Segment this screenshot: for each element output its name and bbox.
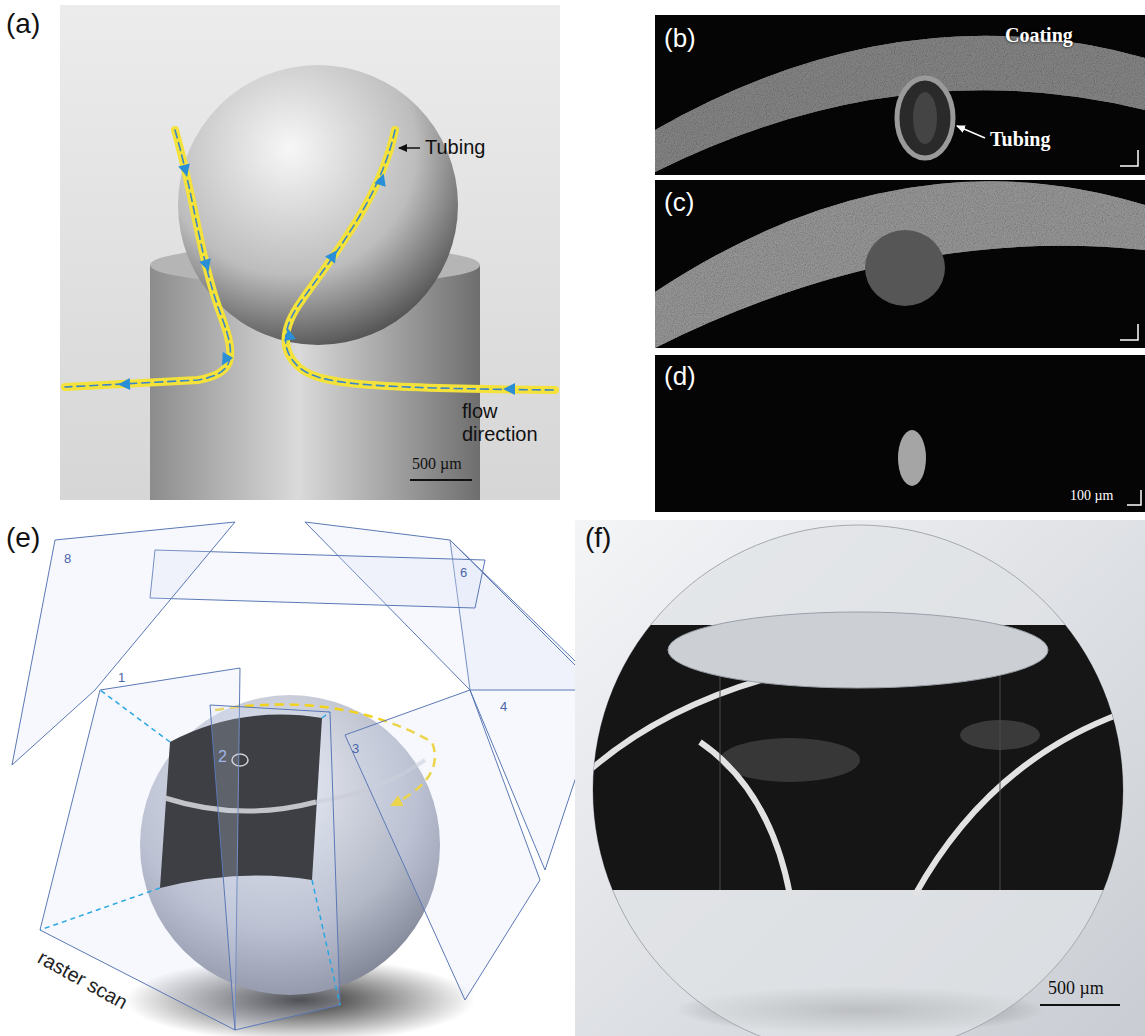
plane-number: 2 xyxy=(218,748,227,766)
plane-number: 3 xyxy=(352,742,359,757)
layer-label: Coating xyxy=(1005,24,1073,47)
plane-number: 8 xyxy=(64,552,71,567)
panel-letter: (c) xyxy=(664,188,694,218)
panel-letter: (b) xyxy=(664,24,696,54)
scan-label: raster scan xyxy=(34,946,132,1014)
plane-number: 1 xyxy=(118,671,125,686)
panel-letter: (f) xyxy=(585,522,611,554)
scale-bar-label: 500 µm xyxy=(412,455,462,473)
callout-label: Tubing xyxy=(425,136,485,159)
panel-letter: (d) xyxy=(664,362,696,392)
scale-bar-label: 100 µm xyxy=(1070,488,1113,504)
plane-number: 6 xyxy=(460,566,467,581)
callout-label: flow direction xyxy=(462,400,557,446)
scale-bar-label: 500 µm xyxy=(1048,978,1104,999)
panel-letter: (a) xyxy=(6,8,40,40)
panel-letter: (e) xyxy=(6,522,40,554)
plane-number: 4 xyxy=(500,700,507,715)
callout-label: Tubing xyxy=(990,128,1050,151)
